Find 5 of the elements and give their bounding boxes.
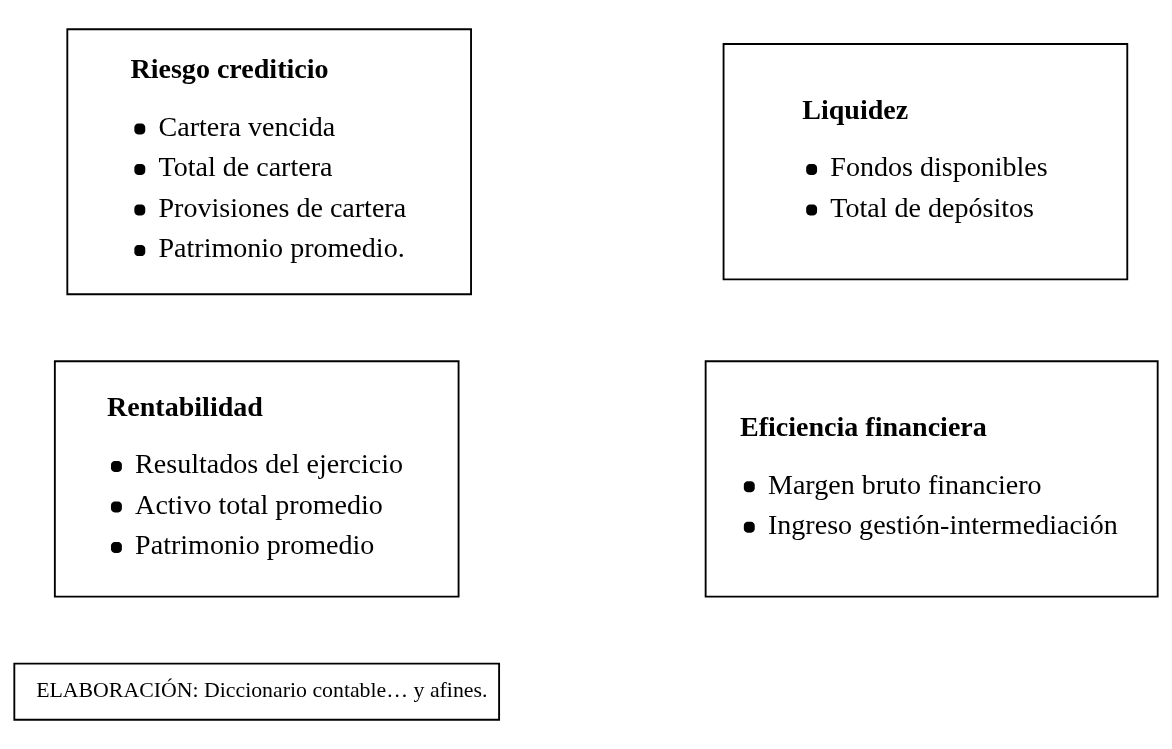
node-box: Liquidez Fondos disponibles Total de depósitos — [722, 43, 1129, 281]
node-box: Eficiencia financiera Margen bruto financiero Ingreso gestión-intermediación — [704, 360, 1159, 598]
node-box: Rentabilidad Resultados del ejercicio Activo total promedio Patrimonio promedio — [53, 360, 460, 598]
node-box: Riesgo crediticio Cartera vencida Total de cartera Provisiones de cartera Patrimonio promedio. — [66, 28, 472, 296]
node-box: ELABORACIÓN: Diccionario contable… y afines. — [13, 662, 501, 721]
